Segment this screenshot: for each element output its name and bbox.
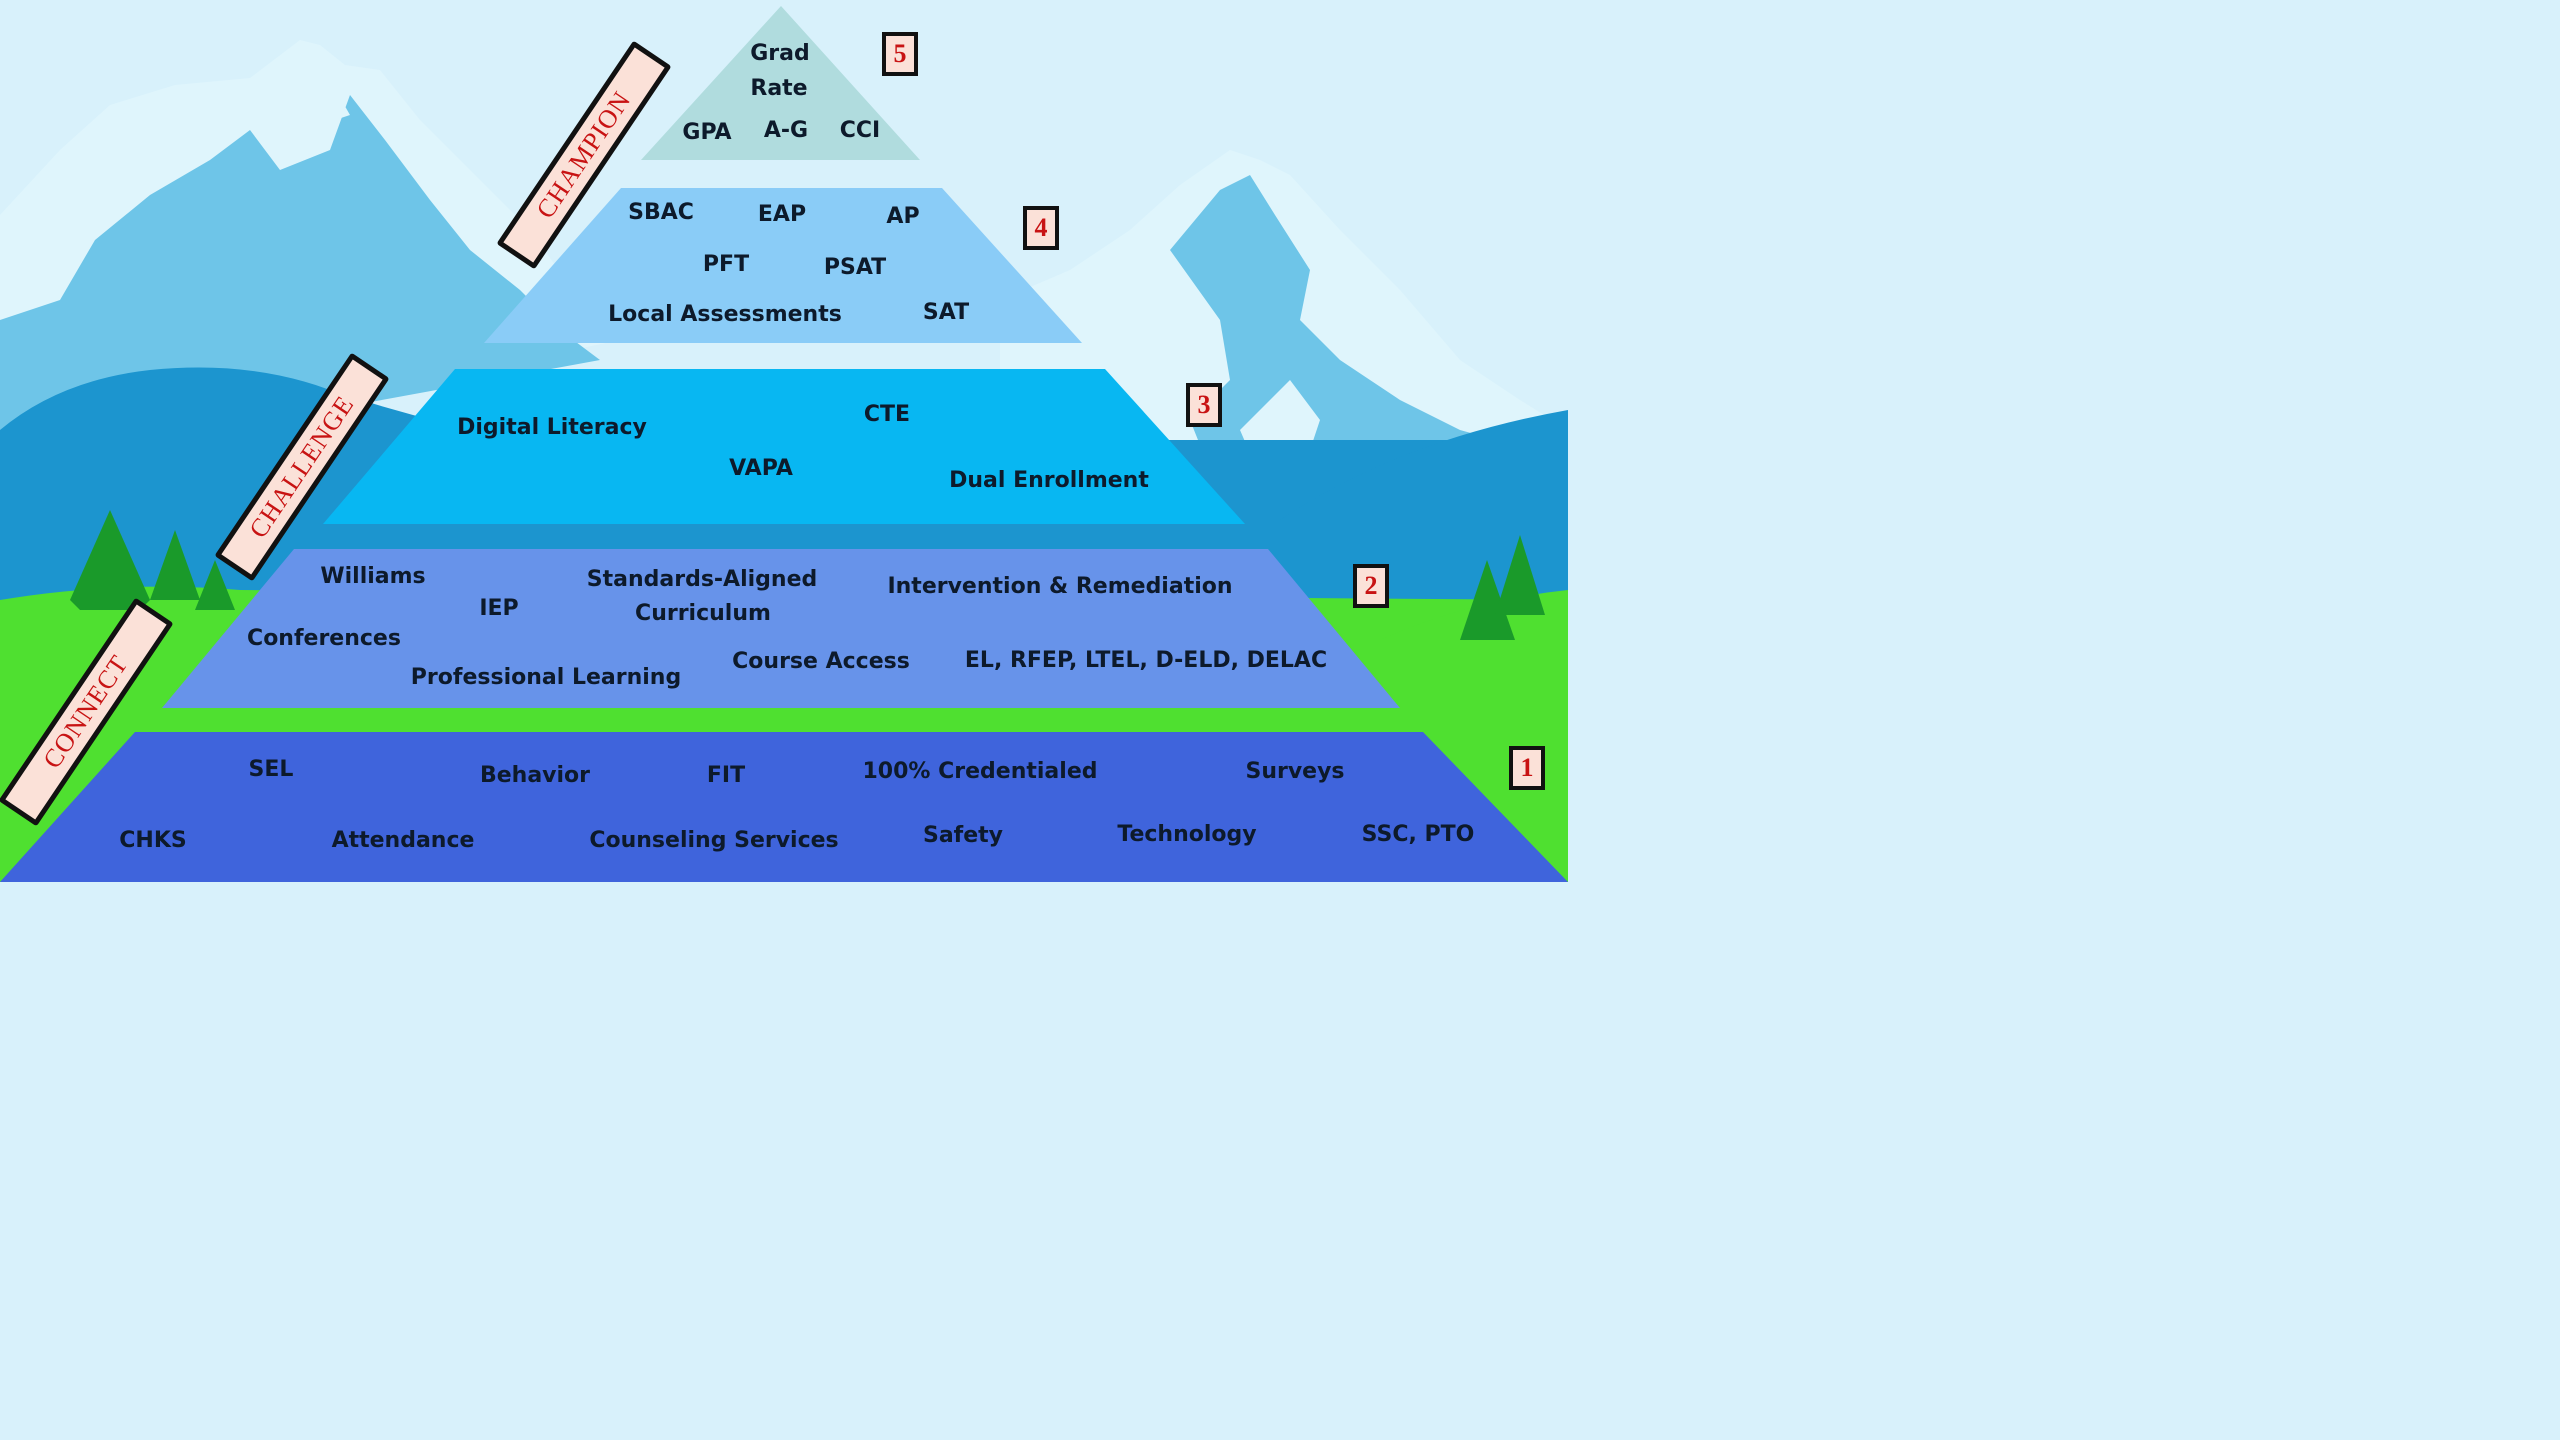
level-2-williams: Williams (320, 564, 426, 589)
left-mountain-snow-patch (280, 80, 350, 140)
level-1-attendance: Attendance (331, 828, 475, 853)
level-2-el-rfep: EL, RFEP, LTEL, D-ELD, DELAC (964, 648, 1328, 673)
level-3-dual-enrollment: Dual Enrollment (949, 468, 1149, 493)
level-5-triangle (641, 6, 920, 160)
tree-right-1 (1460, 560, 1515, 640)
level-2-professional-learning: Professional Learning (410, 665, 682, 690)
level-1-technology: Technology (1117, 822, 1257, 847)
level-3-band (323, 369, 1245, 524)
level-badge-4: 4 (1023, 206, 1059, 250)
level-1-counseling-services: Counseling Services (589, 828, 839, 853)
level-2-band (162, 549, 1400, 708)
level-1-band (0, 732, 1568, 882)
level-4-sbac: SBAC (628, 200, 694, 225)
level-1-surveys: Surveys (1245, 759, 1345, 784)
level-2-intervention-remediation: Intervention & Remediation (887, 574, 1233, 599)
level-1-chks: CHKS (119, 828, 187, 853)
level-3-digital-literacy: Digital Literacy (457, 415, 647, 440)
level-4-eap: EAP (757, 202, 807, 227)
level-2-curriculum: Curriculum (635, 601, 771, 626)
level-5-a-g: A-G (763, 118, 809, 143)
level-5-gpa: GPA (682, 120, 732, 145)
level-3-vapa: VAPA (729, 456, 793, 481)
level-2-conferences: Conferences (247, 626, 401, 651)
landscape-background (0, 0, 1568, 882)
level-3-cte: CTE (863, 402, 911, 427)
level-badge-3: 3 (1186, 383, 1222, 427)
level-1-behavior: Behavior (479, 763, 591, 788)
level-5-grad: Grad (750, 41, 810, 66)
level-1-ssc-pto: SSC, PTO (1361, 822, 1475, 847)
level-2-course-access: Course Access (732, 649, 910, 674)
level-4-ap: AP (886, 204, 920, 229)
level-1-credentialed: 100% Credentialed (862, 759, 1098, 784)
tree-left-3 (195, 560, 235, 610)
pyramid-diagram: CONNECT CHALLENGE CHAMPION 1 2 3 4 5 Gra… (0, 0, 1568, 882)
tree-right-2 (1495, 535, 1545, 615)
level-1-sel: SEL (248, 757, 294, 782)
level-4-band (484, 188, 1082, 343)
tree-left-2 (150, 530, 200, 600)
level-4-psat: PSAT (823, 255, 887, 280)
level-4-pft: PFT (702, 252, 750, 277)
level-badge-5: 5 (882, 32, 918, 76)
level-badge-2: 2 (1353, 564, 1389, 608)
level-4-sat: SAT (922, 300, 970, 325)
tree-left-1 (70, 510, 150, 610)
level-1-safety: Safety (922, 823, 1004, 848)
level-2-standards-aligned: Standards-Aligned (586, 567, 818, 592)
level-5-rate: Rate (750, 76, 808, 101)
level-5-cci: CCI (839, 118, 881, 143)
level-1-fit: FIT (706, 763, 746, 788)
level-badge-1: 1 (1509, 746, 1545, 790)
right-blue-hill (1280, 410, 1568, 620)
level-4-local-assessments: Local Assessments (608, 302, 842, 327)
level-2-iep: IEP (479, 596, 519, 621)
